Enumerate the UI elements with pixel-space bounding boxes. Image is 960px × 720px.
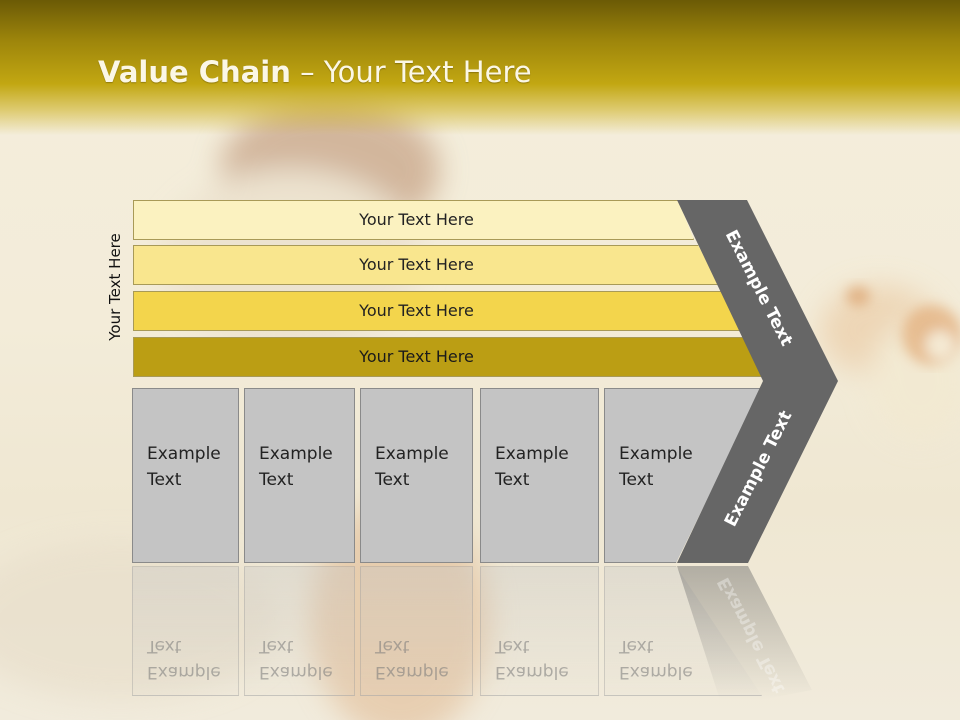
- box-line: Text: [259, 470, 294, 490]
- title-bold: Value Chain: [98, 55, 291, 89]
- box-line: Example: [259, 444, 333, 464]
- slide-title: Value Chain – Your Text Here: [98, 55, 532, 89]
- support-bar-label: Your Text Here: [359, 301, 474, 320]
- support-bar-label: Your Text Here: [359, 210, 474, 229]
- box-line: Text: [619, 470, 654, 490]
- support-bar-3: Your Text Here: [133, 291, 741, 331]
- support-bar-label: Your Text Here: [359, 255, 474, 274]
- box-line: Text: [375, 470, 410, 490]
- title-band: [0, 0, 960, 135]
- support-bar-4: Your Text Here: [133, 337, 765, 377]
- chevron-reflection: [677, 566, 812, 700]
- support-bar-1: Your Text Here: [133, 200, 694, 240]
- box-line: Text: [147, 470, 182, 490]
- support-bar-label: Your Text Here: [359, 347, 474, 366]
- box-line: Text: [495, 470, 530, 490]
- support-bar-2: Your Text Here: [133, 245, 719, 285]
- box-line: Example: [495, 444, 569, 464]
- box-line: Example: [147, 444, 221, 464]
- box-line: Example: [619, 444, 693, 464]
- chevron-shape: [677, 200, 838, 563]
- box-line: Example: [375, 444, 449, 464]
- title-rest: – Your Text Here: [290, 55, 532, 89]
